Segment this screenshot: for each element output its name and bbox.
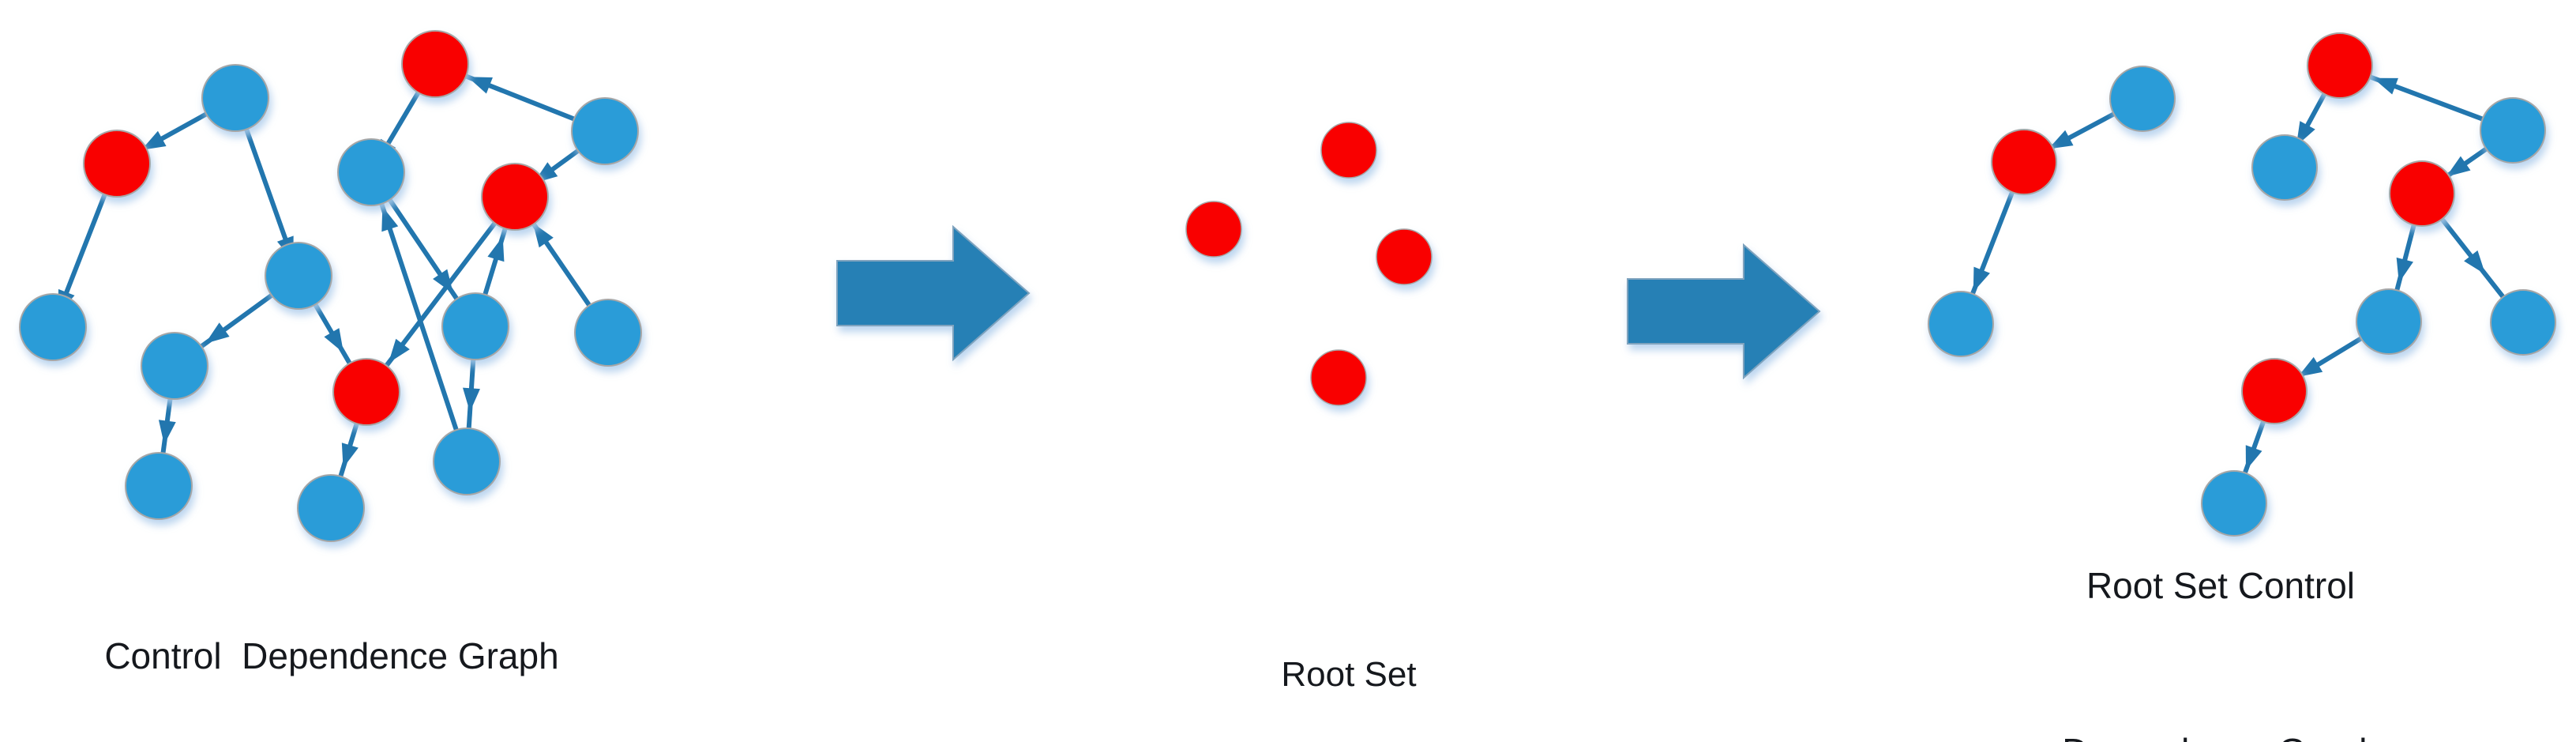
caption-line-2: Dependence Graph: [2062, 724, 2379, 742]
caption-root-set-cdg: Root Set Control Dependence Graph: [2062, 447, 2379, 742]
graph-node-blue: [2201, 470, 2267, 537]
edge-arrowhead-icon: [341, 443, 359, 469]
root-set-node-red: [1185, 201, 1242, 258]
edge-arrowhead-icon: [381, 206, 399, 232]
graph-node-blue: [1928, 291, 1994, 357]
graph-node-blue: [2356, 288, 2422, 355]
graph-node-blue: [125, 452, 193, 520]
edge-arrowhead-icon: [141, 130, 167, 150]
edge-arrowhead-icon: [2464, 250, 2486, 275]
graph-node-blue: [201, 64, 269, 132]
edge-arrowhead-icon: [532, 223, 554, 248]
edge-arrowhead-icon: [468, 77, 493, 94]
graph-node-red: [83, 130, 151, 198]
edge-arrowhead-icon: [1973, 266, 1990, 292]
edge-arrowhead-icon: [324, 328, 344, 353]
graph-node-red: [332, 358, 400, 426]
edge-arrowhead-icon: [2245, 445, 2262, 471]
graph-node-blue: [2480, 97, 2546, 164]
caption-root-set: Root Set: [1281, 655, 1417, 694]
root-set-node-red: [1310, 349, 1367, 406]
edge-arrowhead-icon: [2396, 257, 2413, 283]
edge-arrowhead-icon: [205, 322, 230, 344]
graph-node-red: [2307, 32, 2373, 99]
graph-node-red: [2389, 160, 2455, 227]
graph-node-blue: [337, 138, 405, 206]
edge-arrowhead-icon: [2297, 356, 2323, 377]
graph-node-red: [1991, 129, 2057, 195]
edge-arrowhead-icon: [433, 269, 454, 294]
graph-node-blue: [297, 474, 365, 542]
graph-node-blue: [571, 97, 639, 165]
edge-arrowhead-icon: [2446, 156, 2471, 177]
graph-node-blue: [2109, 66, 2176, 132]
graph-node-blue: [574, 299, 642, 367]
edge-arrowhead-icon: [388, 338, 410, 363]
graph-node-blue: [441, 292, 509, 360]
root-set-node-red: [1320, 122, 1377, 179]
right-arrow-icon: [1627, 243, 1821, 380]
graph-node-red: [401, 30, 469, 98]
caption-control-dependence-graph: Control Dependence Graph: [104, 635, 559, 676]
graph-node-red: [2241, 358, 2308, 424]
edge-arrowhead-icon: [2048, 130, 2074, 149]
graph-node-blue: [265, 242, 332, 310]
graph-node-blue: [19, 293, 87, 361]
root-set-node-red: [1376, 228, 1433, 285]
edge-arrowhead-icon: [158, 420, 176, 445]
edge-arrowhead-icon: [462, 387, 480, 412]
caption-line-1: Root Set Control: [2086, 565, 2356, 606]
graph-node-blue: [2251, 134, 2318, 201]
edge-arrowhead-icon: [487, 236, 505, 262]
right-arrow-icon: [836, 224, 1031, 362]
graph-node-blue: [141, 332, 208, 400]
graph-node-blue: [2490, 289, 2556, 356]
graph-node-red: [481, 163, 549, 231]
graph-node-blue: [433, 427, 501, 495]
edge-arrowhead-icon: [2372, 77, 2398, 95]
